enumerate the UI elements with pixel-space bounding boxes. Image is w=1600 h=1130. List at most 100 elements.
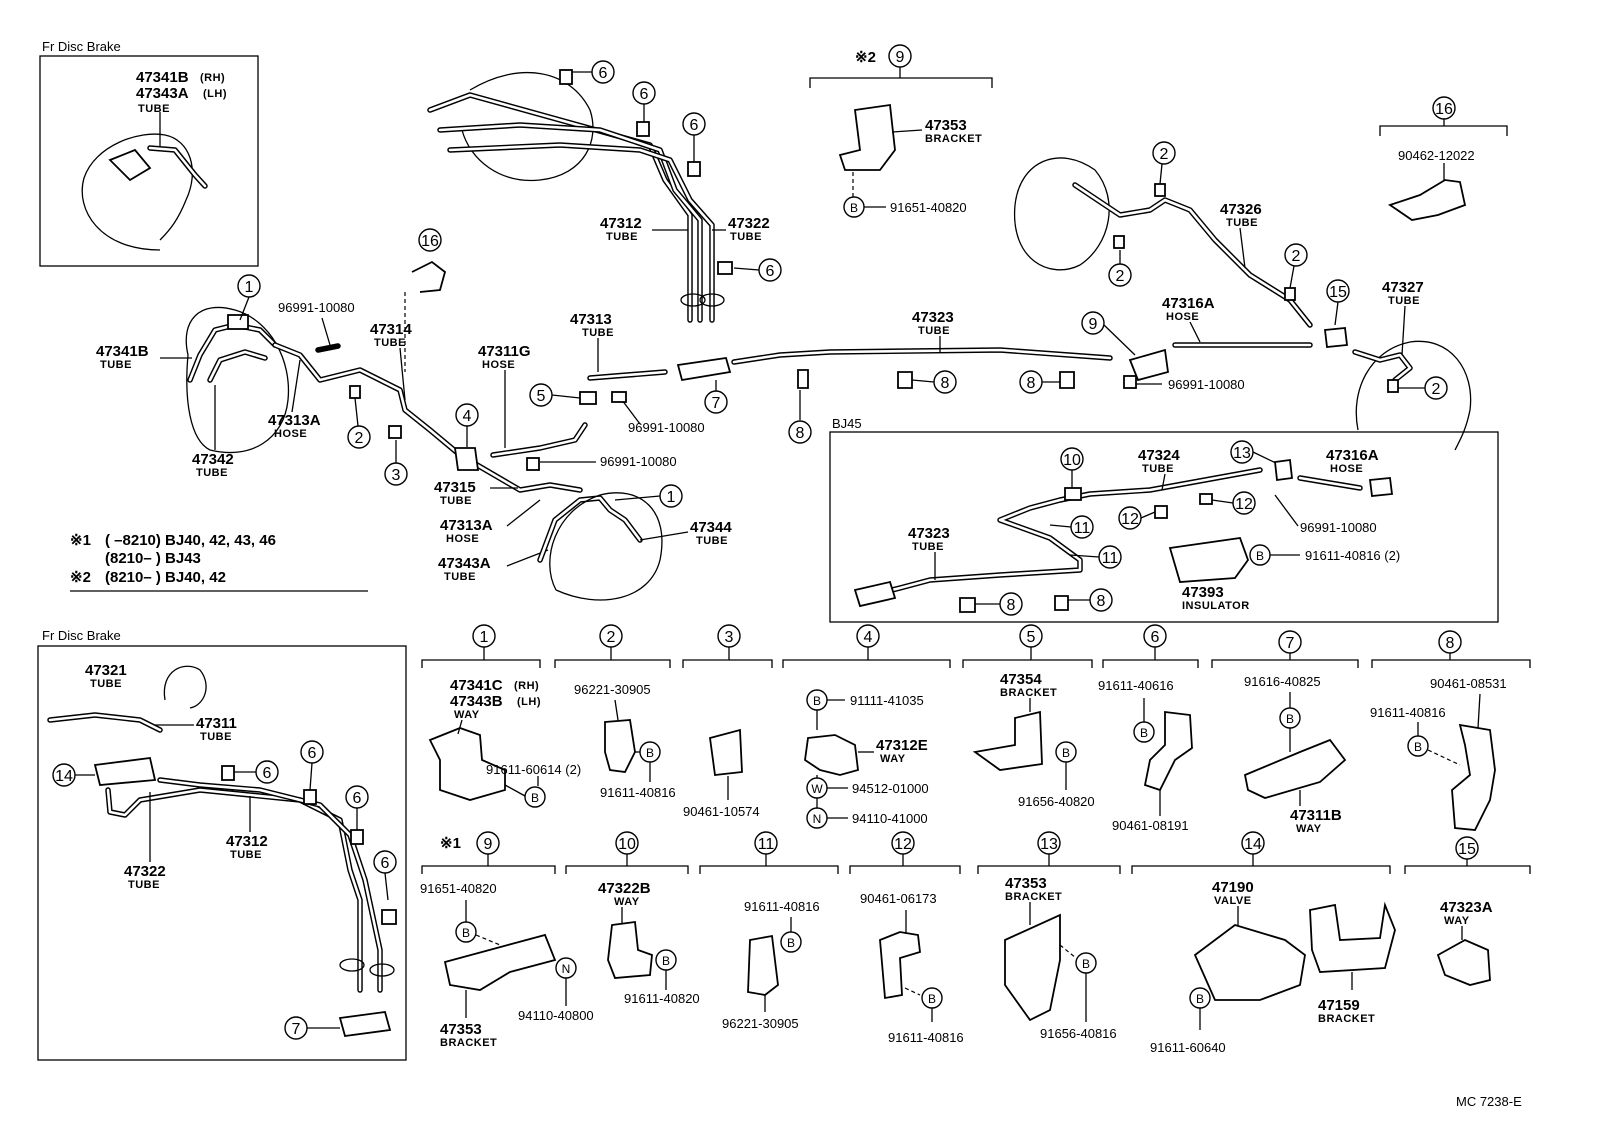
svg-text:47312: 47312: [600, 215, 642, 232]
svg-text:47312E: 47312E: [876, 737, 928, 754]
svg-text:8: 8: [1027, 375, 1036, 392]
svg-text:13: 13: [1040, 836, 1058, 853]
svg-text:94512-01000: 94512-01000: [852, 781, 929, 796]
way-fitting-4: [453, 447, 480, 471]
svg-text:4: 4: [463, 408, 472, 425]
svg-text:TUBE: TUBE: [440, 495, 472, 507]
svg-text:47393: 47393: [1182, 584, 1224, 601]
clamp-2: [604, 719, 636, 773]
inset-fr-disc-brake-top: Fr Disc Brake 47341B (RH) 47343A (LH) TU…: [39, 39, 259, 267]
svg-text:HOSE: HOSE: [1330, 463, 1363, 475]
svg-text:TUBE: TUBE: [90, 678, 122, 690]
rear-wheel-top: 2 2 47326 TUBE 2 15 47327 TUBE 2 16 9046…: [1014, 96, 1508, 451]
inset-fr-disc-brake-bottom: Fr Disc Brake 47321 TUBE 47311 TUBE 14 6…: [37, 628, 407, 1061]
front-left-wheel: 1 47341B TUBE 47342 TUBE 47313A HOSE 473…: [96, 228, 583, 493]
bracket-9-detail-top: ※2 9 47353 BRACKET B 91651-40820: [809, 44, 993, 218]
svg-text:13: 13: [1233, 445, 1251, 462]
svg-text:47353: 47353: [440, 1021, 482, 1038]
svg-text:BRACKET: BRACKET: [440, 1037, 497, 1049]
svg-text:5: 5: [537, 388, 546, 405]
svg-text:91611-40816 (2): 91611-40816 (2): [1305, 548, 1400, 563]
svg-text:47353: 47353: [925, 117, 967, 134]
svg-text:91651-40820: 91651-40820: [420, 881, 497, 896]
svg-text:(RH): (RH): [514, 680, 539, 692]
svg-text:14: 14: [55, 768, 73, 785]
inset-part-rh: 47341B: [136, 69, 189, 86]
detail-row-2: ※1 9 91651-40820 B N 94110-40800 47353 B…: [420, 831, 1531, 1055]
bracket-47353: [838, 103, 896, 171]
bracket-16: [1387, 179, 1467, 221]
svg-text:VALVE: VALVE: [1214, 895, 1252, 907]
svg-text:TUBE: TUBE: [696, 535, 728, 547]
rear-drum-right: [1355, 340, 1472, 451]
svg-text:8: 8: [1097, 593, 1106, 610]
svg-text:6: 6: [766, 263, 775, 280]
svg-text:16: 16: [1435, 101, 1453, 118]
svg-text:WAY: WAY: [1296, 823, 1322, 835]
svg-text:7: 7: [1286, 635, 1295, 652]
svg-text:B: B: [1286, 712, 1294, 726]
inset-title: Fr Disc Brake: [42, 39, 121, 54]
svg-text:2: 2: [1292, 248, 1301, 265]
svg-text:15: 15: [1329, 284, 1347, 301]
svg-text:N: N: [813, 812, 822, 826]
svg-text:47327: 47327: [1382, 279, 1424, 296]
svg-text:2: 2: [1432, 381, 1441, 398]
clamp-11: [747, 934, 779, 996]
svg-text:47341B: 47341B: [96, 343, 149, 360]
svg-text:TUBE: TUBE: [1388, 295, 1420, 307]
svg-text:(8210– ) BJ43: (8210– ) BJ43: [105, 550, 201, 567]
svg-text:TUBE: TUBE: [374, 337, 406, 349]
svg-text:90461-08531: 90461-08531: [1430, 676, 1507, 691]
svg-text:11: 11: [1102, 550, 1119, 567]
wheel-drum-front-right: [549, 492, 663, 601]
way-47312e: [804, 734, 859, 776]
svg-text:47314: 47314: [370, 321, 412, 338]
svg-text:47326: 47326: [1220, 201, 1262, 218]
bracket-47353-b: [443, 933, 557, 991]
svg-text:91611-60640: 91611-60640: [1150, 1040, 1226, 1055]
svg-text:47323: 47323: [908, 525, 950, 542]
svg-text:94110-40800: 94110-40800: [518, 1008, 594, 1023]
svg-text:96991-10080: 96991-10080: [1168, 377, 1245, 392]
svg-text:6: 6: [599, 65, 608, 82]
svg-text:47313: 47313: [570, 311, 612, 328]
svg-text:※1: ※1: [440, 835, 461, 852]
svg-text:1: 1: [480, 629, 489, 646]
svg-text:( –8210) BJ40, 42, 43,: ( –8210) BJ40, 42, 43, 46: [105, 532, 276, 549]
way-47311b: [1243, 738, 1347, 799]
svg-text:47315: 47315: [434, 479, 476, 496]
clamp-12: [879, 931, 921, 1000]
svg-text:B: B: [1082, 957, 1090, 971]
svg-text:91611-40820: 91611-40820: [624, 991, 700, 1006]
svg-text:Fr Disc Brake: Fr Disc Brake: [42, 628, 121, 643]
clamp-8: [1451, 723, 1496, 831]
svg-text:※2: ※2: [855, 49, 876, 66]
svg-text:91611-40816: 91611-40816: [744, 899, 820, 914]
svg-text:12: 12: [1121, 511, 1139, 528]
svg-text:6: 6: [381, 855, 390, 872]
way-47322b: [607, 920, 653, 979]
svg-text:47159: 47159: [1318, 997, 1360, 1014]
svg-text:47316A: 47316A: [1162, 295, 1215, 312]
svg-text:47353: 47353: [1005, 875, 1047, 892]
svg-text:B: B: [1256, 549, 1264, 563]
svg-text:96991-10080: 96991-10080: [1300, 520, 1377, 535]
valve-14-inset: [93, 757, 157, 786]
svg-text:BRACKET: BRACKET: [1318, 1013, 1375, 1025]
svg-text:B: B: [462, 926, 470, 940]
svg-text:BRACKET: BRACKET: [925, 133, 982, 145]
svg-text:HOSE: HOSE: [482, 359, 515, 371]
svg-text:B: B: [1196, 992, 1204, 1006]
svg-text:TUBE: TUBE: [918, 325, 950, 337]
svg-text:47322B: 47322B: [598, 880, 651, 897]
svg-text:(LH): (LH): [517, 696, 541, 708]
center-hose-group: 47311G HOSE 96991-10080 47313 TUBE 5 969…: [434, 311, 732, 601]
svg-text:B: B: [787, 936, 795, 950]
svg-text:91651-40820: 91651-40820: [890, 200, 967, 215]
bj45-box: BJ45 10 47324 TUBE 13 47316A HOSE 12 969…: [829, 416, 1499, 623]
svg-text:47311: 47311: [196, 715, 237, 732]
svg-text:BJ45: BJ45: [832, 416, 862, 431]
svg-text:TUBE: TUBE: [1142, 463, 1174, 475]
